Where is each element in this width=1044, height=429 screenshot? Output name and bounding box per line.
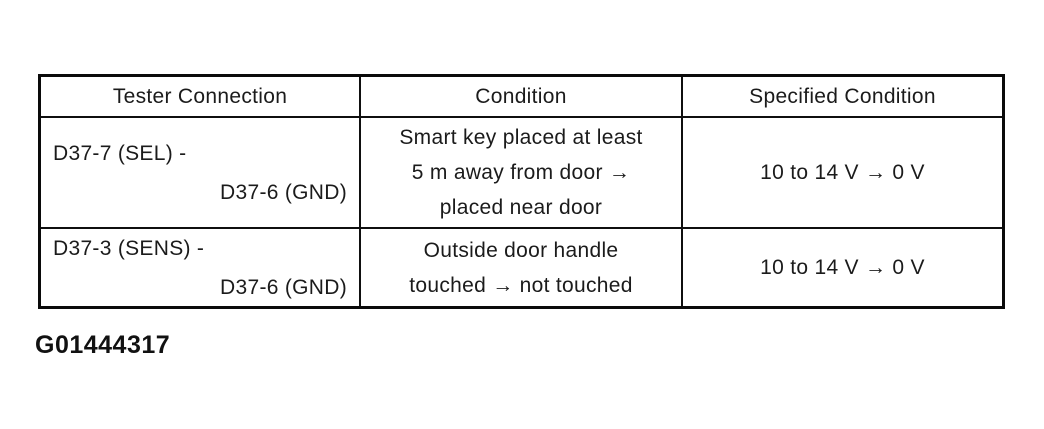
tester-connection-terminal-b: D37-6 (GND) [220,180,347,204]
table-row-1-specified-condition: 10 to 14 V → 0 V [683,118,1002,229]
spec-table: Tester Connection Condition Specified Co… [38,74,1005,309]
condition-line: 5 m away from door → [411,161,631,184]
table-row-2-condition: Outside door handle touched → not touche… [361,229,683,306]
table-row-1-tester-connection: D37-7 (SEL) - D37-6 (GND) [41,118,361,229]
condition-line: Outside door handle [423,238,619,262]
condition-line: touched → not touched [409,273,633,297]
tester-connection-terminal-b: D37-6 (GND) [220,275,347,299]
col-header-tester-connection: Tester Connection [41,77,361,118]
table-row-1-condition: Smart key placed at least 5 m away from … [361,118,683,229]
tester-connection-terminal-a: D37-3 (SENS) - [53,236,205,260]
table-row-2-specified-condition: 10 to 14 V → 0 V [760,255,925,279]
col-header-specified-condition: Specified Condition [683,77,1002,118]
col-header-condition: Condition [361,77,683,118]
figure-id: G01444317 [35,331,171,359]
table-row-2-tester-connection: D37-3 (SENS) - D37-6 (GND) [41,229,361,306]
condition-line: placed near door [439,196,603,219]
tester-connection-terminal-a: D37-7 (SEL) - [53,141,187,165]
condition-line: Smart key placed at least [399,126,643,149]
